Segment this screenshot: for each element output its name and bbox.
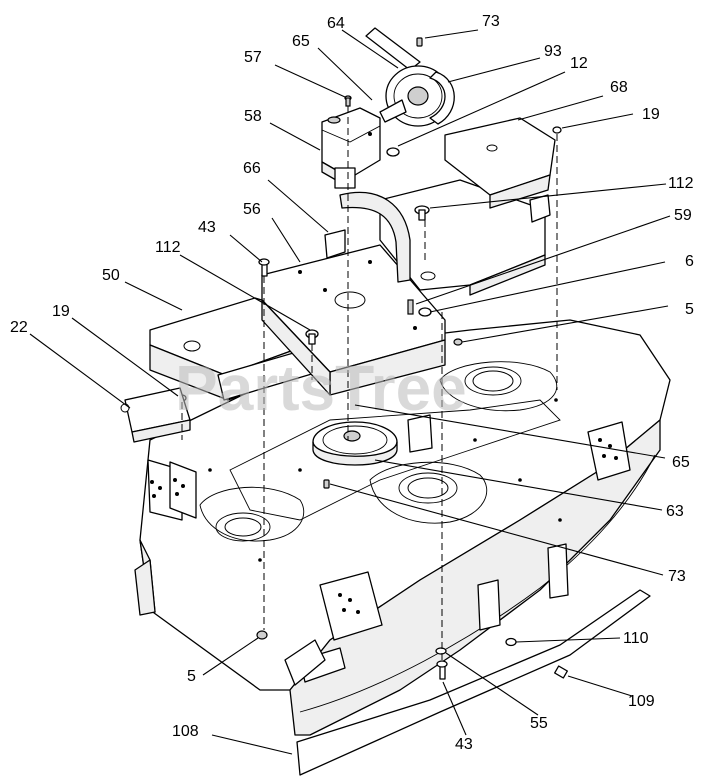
callout-57: 57 <box>244 49 262 66</box>
drive-belt-top <box>365 27 421 71</box>
callout-5-bottom: 5 <box>187 668 196 685</box>
callout-65-right: 65 <box>672 454 690 471</box>
callout-109: 109 <box>628 693 655 710</box>
callout-93: 93 <box>544 43 562 60</box>
callout-108: 108 <box>172 723 199 740</box>
skirt-strip-108 <box>296 589 651 776</box>
callout-56: 56 <box>243 201 261 218</box>
pulley-key <box>416 37 423 47</box>
callout-5-right: 5 <box>685 301 694 318</box>
top-pulley <box>379 65 455 127</box>
callout-58: 58 <box>244 108 262 125</box>
gearbox <box>321 95 381 189</box>
belt-bracket <box>324 229 346 259</box>
lower-pulley <box>312 421 398 466</box>
callout-112-right: 112 <box>668 175 694 192</box>
callout-66: 66 <box>243 160 261 177</box>
assembly-lines <box>181 106 558 660</box>
callout-73-right: 73 <box>668 568 686 585</box>
callout-65-top: 65 <box>292 33 310 50</box>
callout-68: 68 <box>610 79 628 96</box>
callout-64: 64 <box>327 15 345 32</box>
callout-6: 6 <box>685 253 694 270</box>
callout-59: 59 <box>674 207 692 224</box>
callout-50: 50 <box>102 267 120 284</box>
watermark: PartsTree <box>175 352 467 424</box>
washer-12 <box>386 147 400 157</box>
hardware <box>177 126 568 680</box>
callout-112-left: 112 <box>155 239 181 256</box>
callout-19-right: 19 <box>642 106 660 123</box>
callout-labels: 73 64 65 93 12 57 68 58 19 66 112 56 43 … <box>10 13 694 753</box>
side-bracket-22 <box>120 387 191 443</box>
callout-12: 12 <box>570 55 588 72</box>
belt-guide-strip <box>339 191 411 283</box>
callout-22: 22 <box>10 319 28 336</box>
callout-63: 63 <box>666 503 684 520</box>
callout-110: 110 <box>623 630 649 647</box>
callout-73-top: 73 <box>482 13 500 30</box>
callout-19-left: 19 <box>52 303 70 320</box>
callout-55: 55 <box>530 715 548 732</box>
upper-right-shield <box>444 117 556 223</box>
callout-43-bottom: 43 <box>455 736 473 753</box>
callout-43-top: 43 <box>198 219 216 236</box>
leader-lines <box>29 29 671 755</box>
pulley-key-lower <box>323 479 330 489</box>
